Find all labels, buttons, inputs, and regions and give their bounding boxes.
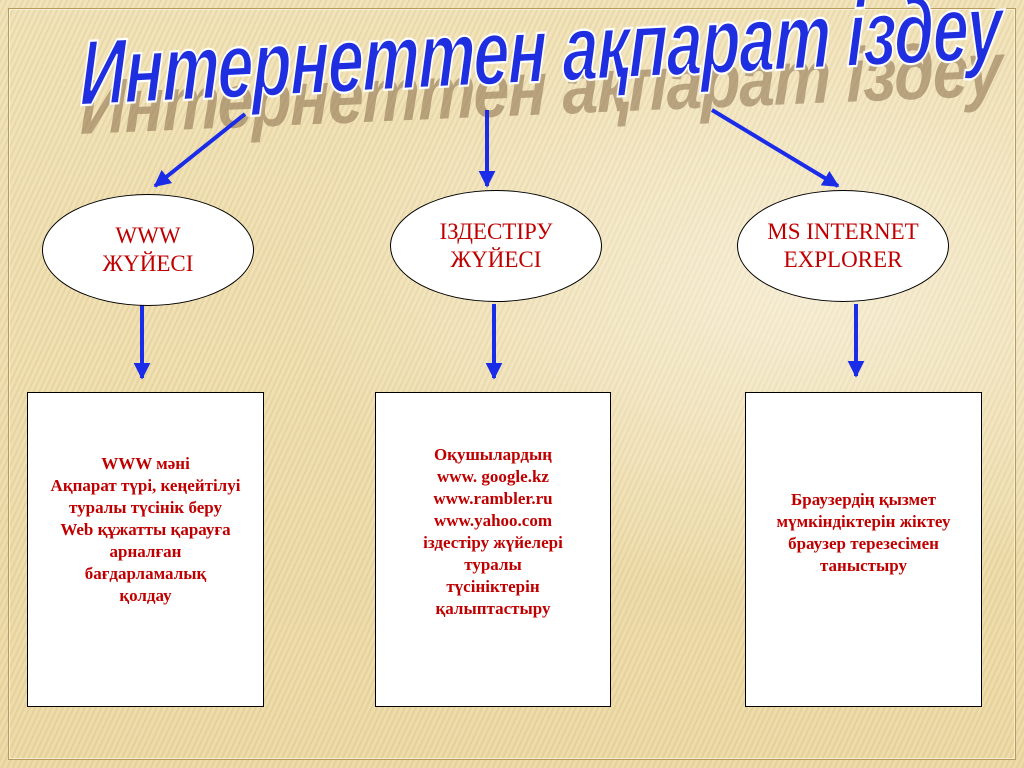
box-www: WWW мәні Ақпарат түрі, кеңейтілуі туралы…	[27, 392, 264, 707]
arrow-title-to-www	[153, 112, 247, 188]
box-ie-text: Браузердің қызмет мүмкіндіктерін жіктеу …	[776, 489, 951, 575]
node-ie: MS INTERNET EXPLORER	[737, 190, 949, 302]
node-www: WWW ЖҮЙЕСІ	[42, 194, 254, 306]
box-search-text: Оқушылардың www. google.kz www.rambler.r…	[423, 444, 563, 618]
box-search: Оқушылардың www. google.kz www.rambler.r…	[375, 392, 611, 707]
node-ie-label: MS INTERNET EXPLORER	[767, 219, 919, 272]
node-search-label: ІЗДЕСТІРУ ЖҮЙЕСІ	[439, 219, 553, 272]
box-www-text: WWW мәні Ақпарат түрі, кеңейтілуі туралы…	[50, 453, 241, 605]
node-www-label: WWW ЖҮЙЕСІ	[102, 223, 194, 276]
node-search: ІЗДЕСТІРУ ЖҮЙЕСІ	[390, 190, 602, 302]
box-ie: Браузердің қызмет мүмкіндіктерін жіктеу …	[745, 392, 982, 707]
arrow-title-to-ie	[710, 108, 840, 188]
